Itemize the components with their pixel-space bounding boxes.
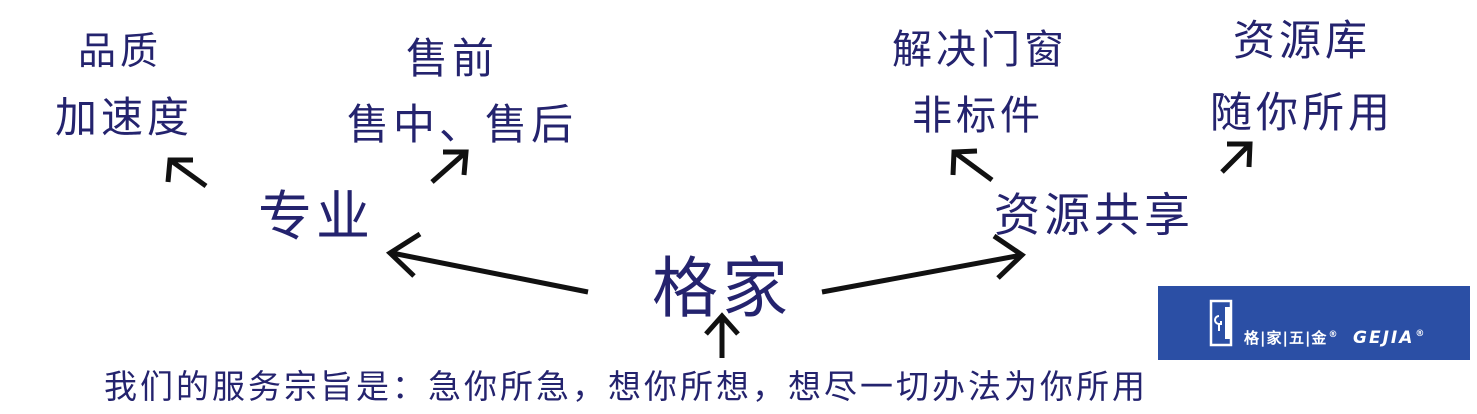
branch-professional: 专业: [258, 185, 374, 248]
arrow-to-presale: [430, 149, 469, 184]
node-presale-line1: 售前: [405, 34, 499, 83]
arrow-to-quality: [165, 157, 208, 189]
logo-english-name: GEJIA®: [1353, 328, 1427, 348]
arrow-to-door-window: [950, 148, 994, 183]
arrow-to-professional: [385, 231, 589, 295]
arrow-to-resource-sharing: [821, 233, 1026, 295]
logo-chinese-name: 格|家|五|金®: [1244, 329, 1339, 347]
node-resource-library-line1: 资源库: [1232, 16, 1372, 65]
node-quality-line2: 加速度: [54, 93, 194, 142]
door-logo-icon: [1209, 299, 1233, 347]
gejia-logo: 格|家|五|金® GEJIA®: [1158, 286, 1470, 360]
node-resource-library-line2: 随你所用: [1209, 88, 1395, 137]
branch-resource-sharing: 资源共享: [994, 188, 1194, 242]
node-presale-line2: 售中、售后: [346, 100, 578, 149]
node-door-window-line2: 非标件: [912, 93, 1044, 139]
node-door-window-line1: 解决门窗: [892, 27, 1068, 73]
arrow-up-to-center: [704, 312, 740, 358]
arrow-to-resource-library: [1220, 141, 1253, 174]
node-quality-line1: 品质: [77, 29, 163, 73]
service-motto: 我们的服务宗旨是：急你所急，想你所想，想尽一切办法为你所用: [104, 367, 1148, 406]
center-node: 格家: [652, 250, 792, 327]
